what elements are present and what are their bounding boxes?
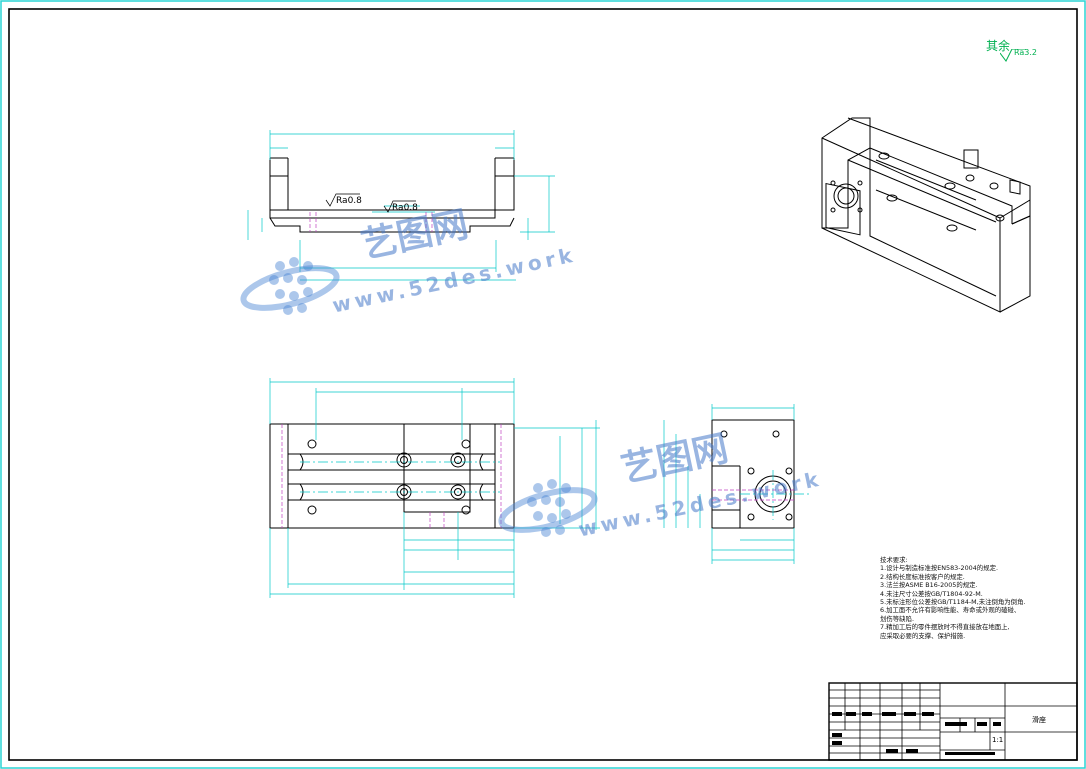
tech-note-line: 4.未注尺寸公差按GB/T1804-92-M. (880, 589, 983, 598)
front-view-hidden-lines (309, 212, 433, 232)
tech-note-line: 7.精加工后的零件摆放时不得直接放在地面上, (880, 623, 1010, 632)
tech-note-line: 5.未标注形位公差按GB/T1184-M,未注倒角为倒角. (880, 598, 1026, 607)
tech-note-line: 技术要求: (880, 556, 908, 564)
general-roughness-symbol: 其余 Ra3.2 (986, 37, 1037, 62)
tech-note-line: 2.结构长度标准按客户的规定. (880, 572, 965, 581)
watermark-globe-icon-2 (498, 479, 598, 537)
top-view (269, 423, 515, 529)
drawing-scale: 1:1 (992, 736, 1004, 744)
ra-callout-a: Ra0.8 (336, 196, 362, 206)
side-view-dimensions (663, 404, 812, 564)
roughness-check-icon (1000, 49, 1026, 62)
front-view (269, 157, 515, 233)
watermark-globe-icon-1 (240, 257, 340, 315)
part-name: 滑座 (1032, 716, 1046, 724)
tech-note-line: 6.加工面不允许有影响性能、寿命或外观的磕碰、 (880, 606, 1021, 615)
title-block (828, 682, 1078, 761)
tech-note-line: 应采取必要的支撑、保护措施. (880, 631, 966, 640)
front-view-dimensions (247, 130, 555, 281)
technical-requirements: 技术要求:1.设计与制造标准按EN583-2004的规定.2.结构长度标准按客户… (880, 556, 1080, 640)
top-view-dimensions (269, 378, 600, 598)
tech-note-line: 3.法兰按ASME B16-2005的规定. (880, 581, 978, 590)
roughness-label: 其余 (986, 39, 1011, 53)
front-view-roughness-marks: Ra0.8 Ra0.8 (325, 193, 418, 213)
side-view-hidden-lines (712, 489, 794, 501)
title-block-fills (832, 712, 1001, 755)
sheet-frame (8, 8, 1078, 761)
tech-note-line: 1.设计与制造标准按EN583-2004的规定. (880, 564, 999, 573)
roughness-value: Ra3.2 (1014, 48, 1038, 57)
isometric-view (821, 117, 1031, 313)
tech-note-line: 划伤等缺陷. (880, 614, 914, 623)
top-view-hidden-lines (281, 424, 502, 528)
ra-callout-b: Ra0.8 (392, 203, 418, 213)
